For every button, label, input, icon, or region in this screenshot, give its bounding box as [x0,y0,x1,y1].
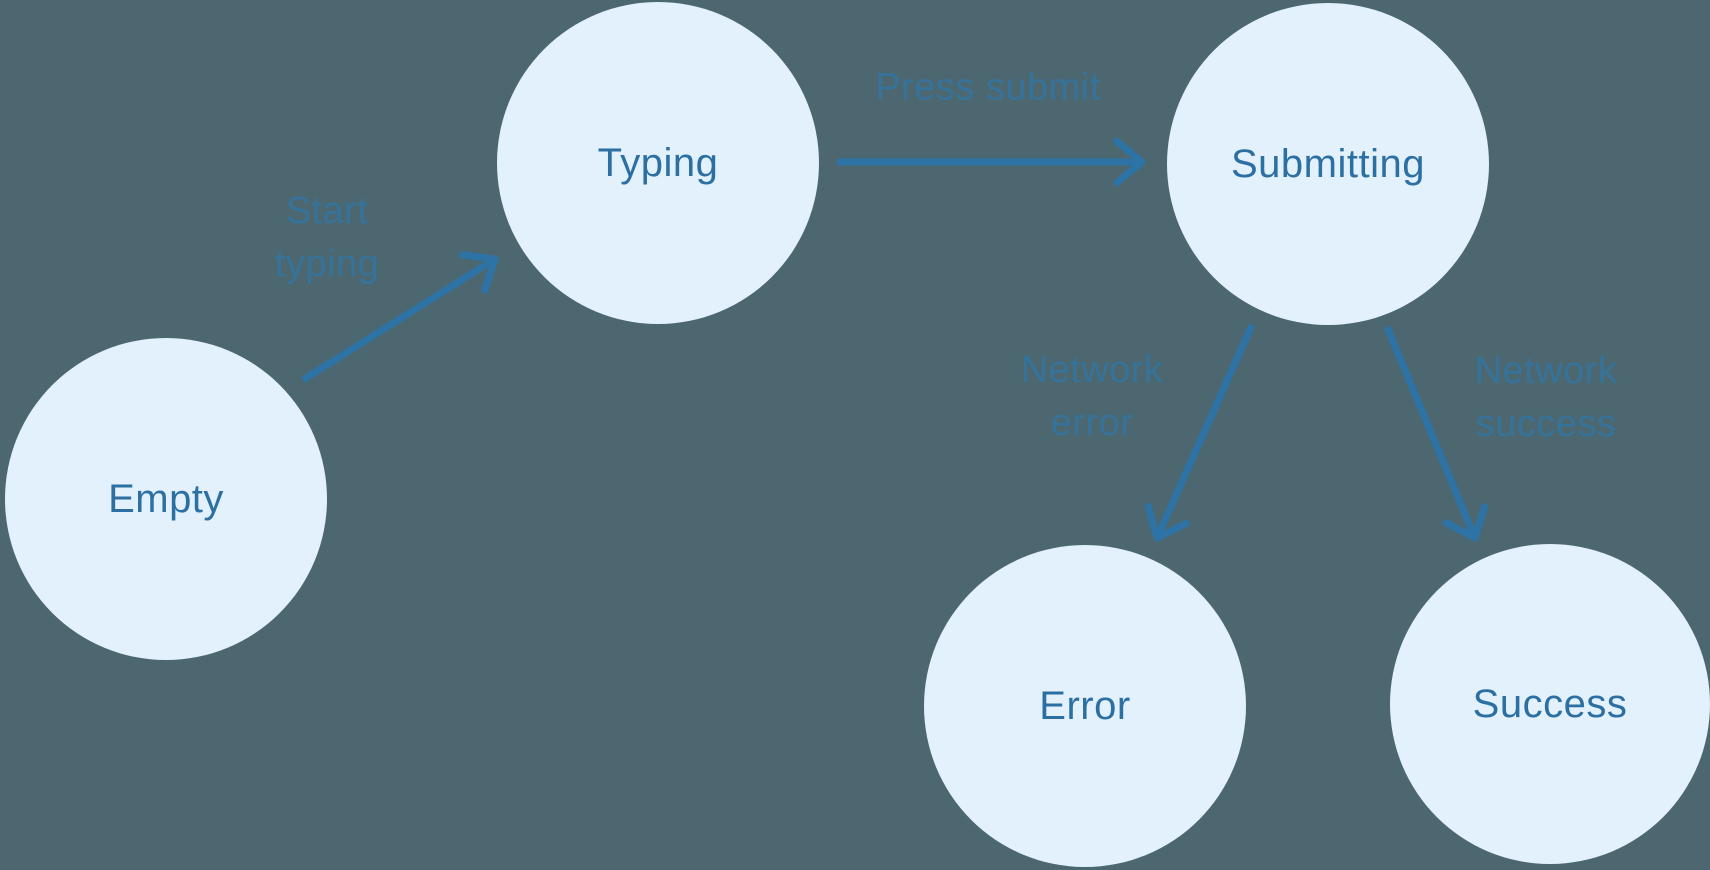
state-node-label-success: Success [1472,681,1628,726]
state-node-label-empty: Empty [108,476,224,521]
state-node-label-error: Error [1039,683,1131,728]
edge-arrow-submitting-to-error [1144,323,1256,542]
state-node-submitting: Submitting [1167,3,1489,325]
state-node-label-typing: Typing [597,140,719,185]
edge-label-network-error: Network error [1020,348,1164,444]
edge-arrow-submitting-to-success [1383,325,1488,542]
state-node-label-submitting: Submitting [1231,141,1425,186]
state-node-success: Success [1390,544,1710,864]
state-node-error: Error [924,545,1246,867]
state-node-empty: Empty [5,338,327,660]
edge-label-network-success: Network success [1474,349,1618,445]
edge-arrow-empty-to-typing [301,251,499,383]
edge-label-start-typing: Start typing [274,189,380,285]
edge-label-press-submit: Press submit [875,66,1101,109]
state-node-typing: Typing [497,2,819,324]
